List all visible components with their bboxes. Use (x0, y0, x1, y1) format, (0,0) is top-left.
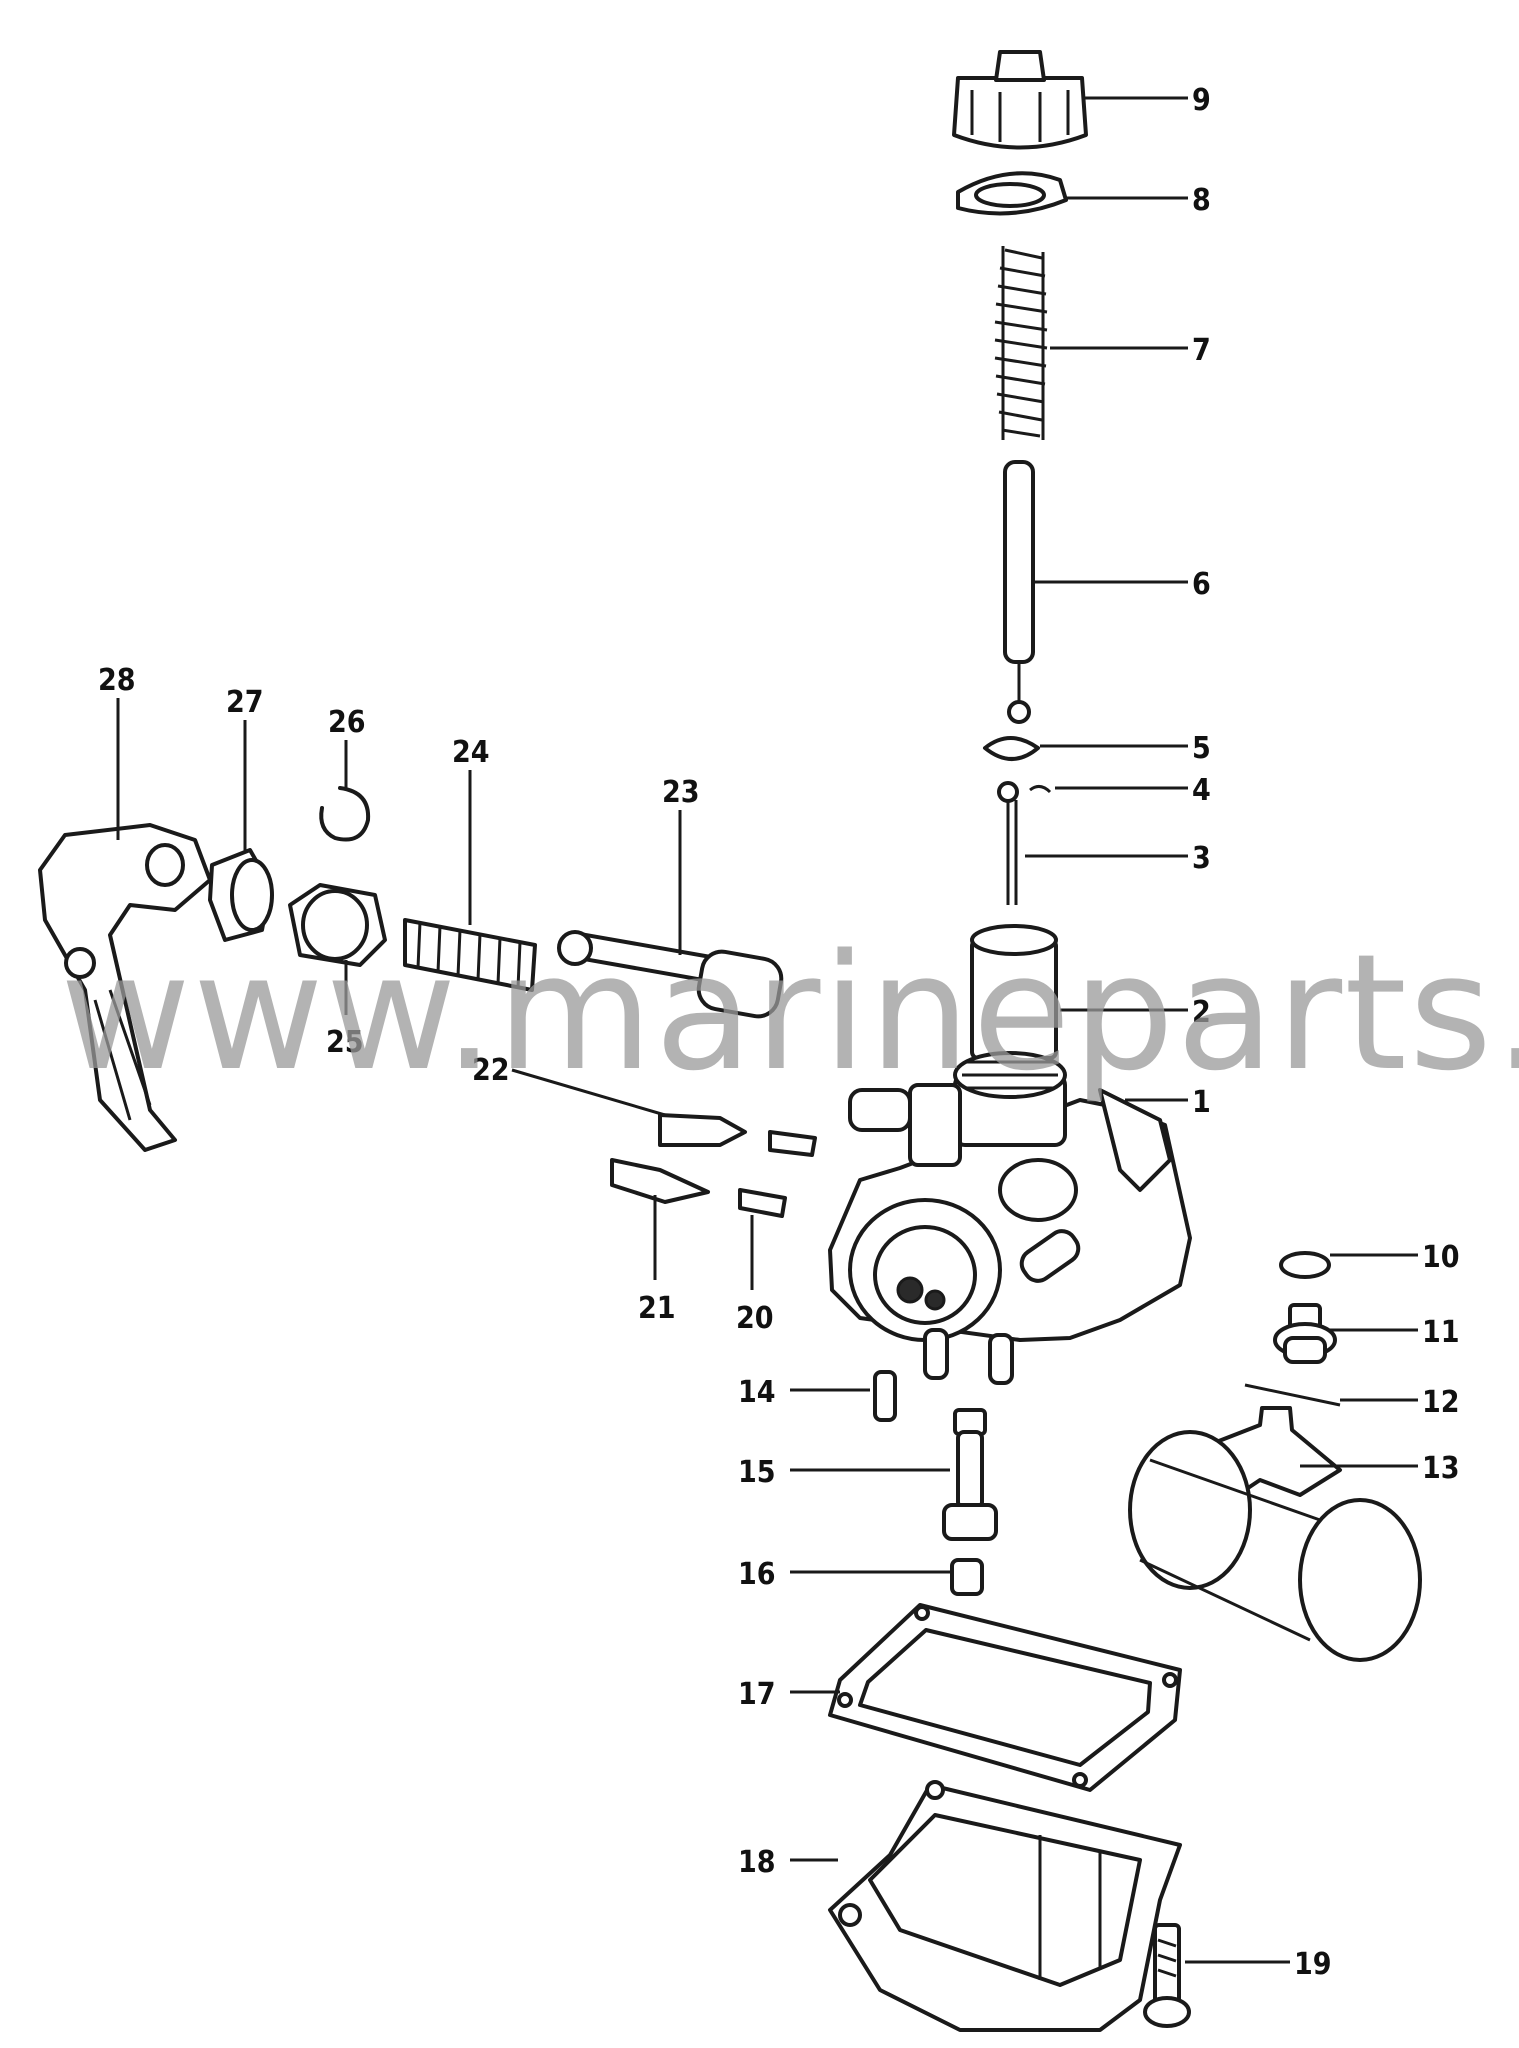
callout-15: 15 (738, 1455, 776, 1490)
part-6-needle (1003, 460, 1035, 724)
part-18-float-bowl (828, 1780, 1182, 2032)
callout-9: 9 (1192, 83, 1211, 118)
part-8-gasket (956, 171, 1068, 216)
callout-17: 17 (738, 1677, 776, 1712)
part-16-jet (950, 1558, 984, 1596)
part-27-bushing (208, 848, 274, 942)
callout-16: 16 (738, 1557, 776, 1592)
part-12-float-pin (1244, 1383, 1341, 1407)
callout-22: 22 (472, 1053, 510, 1088)
part-19-screw (1143, 1923, 1191, 2028)
callout-20: 20 (736, 1301, 774, 1336)
callout-11: 11 (1422, 1315, 1460, 1350)
part-28-lever (38, 823, 212, 1152)
part-23-plunger (557, 930, 784, 1019)
callout-3: 3 (1192, 841, 1211, 876)
callout-23: 23 (662, 775, 700, 810)
part-15-jet-holder (942, 1408, 998, 1541)
part-1-carburetor-body (828, 1051, 1192, 1385)
part-20-spring (738, 1188, 787, 1218)
callout-1: 1 (1192, 1085, 1211, 1120)
callout-10: 10 (1422, 1240, 1460, 1275)
watermark: www.marineparts.eu (60, 919, 1519, 1106)
callout-24: 24 (452, 735, 490, 770)
callout-4: 4 (1192, 773, 1211, 808)
part-13-float (1128, 1406, 1422, 1662)
callout-2: 2 (1192, 995, 1211, 1030)
part-10-washer (1279, 1251, 1331, 1279)
callout-25: 25 (326, 1025, 364, 1060)
part-7-spring (994, 246, 1048, 440)
part-9-cap (952, 50, 1088, 150)
callout-14: 14 (738, 1375, 776, 1410)
part-22-pilot-jet (658, 1113, 817, 1157)
callout-5: 5 (1192, 731, 1211, 766)
leader-lines (116, 96, 1418, 1964)
part-14-pin (873, 1370, 897, 1422)
part-2-slide (970, 924, 1058, 1060)
callout-12: 12 (1422, 1385, 1460, 1420)
callout-6: 6 (1192, 567, 1211, 602)
callout-28: 28 (98, 663, 136, 698)
part-4-retainer (1029, 785, 1052, 794)
part-11-plug (1273, 1303, 1337, 1364)
part-25-nut (288, 883, 387, 967)
part-24-spring (403, 918, 537, 992)
callout-8: 8 (1192, 183, 1211, 218)
callout-labels: 1 2 3 4 5 6 7 8 9 10 11 12 13 14 15 16 1… (98, 83, 1460, 1982)
part-26-circlip (319, 786, 371, 842)
callout-18: 18 (738, 1845, 776, 1880)
callout-21: 21 (638, 1291, 676, 1326)
callout-19: 19 (1294, 1947, 1332, 1982)
part-5-clip (983, 736, 1040, 761)
part-21-needle-jet (610, 1158, 710, 1204)
callout-27: 27 (226, 685, 264, 720)
part-17-gasket (828, 1603, 1182, 1792)
callout-7: 7 (1192, 333, 1211, 368)
part-3-pin (997, 781, 1019, 905)
callout-26: 26 (328, 705, 366, 740)
callout-13: 13 (1422, 1451, 1460, 1486)
